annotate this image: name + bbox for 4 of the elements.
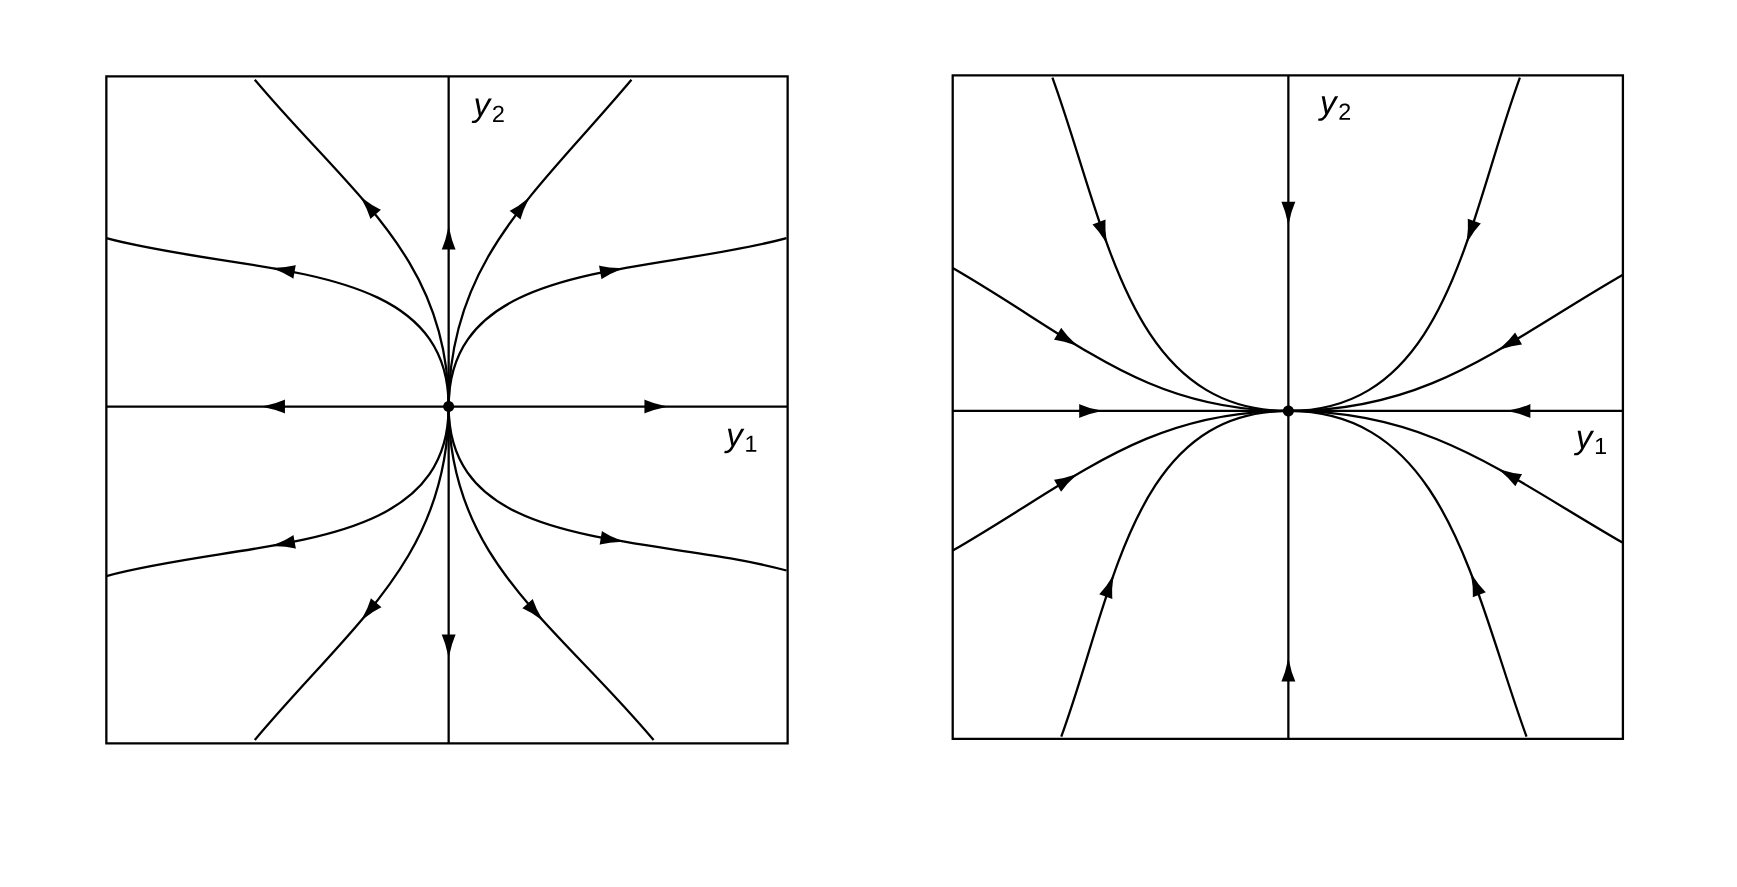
axis-label: y$_{2}$ <box>1318 96 1351 121</box>
axis-label: y$_{1}$ <box>1573 430 1606 456</box>
axis-label: y$_{1}$ <box>724 428 757 453</box>
axis-label: y$_{2}$ <box>471 98 504 123</box>
